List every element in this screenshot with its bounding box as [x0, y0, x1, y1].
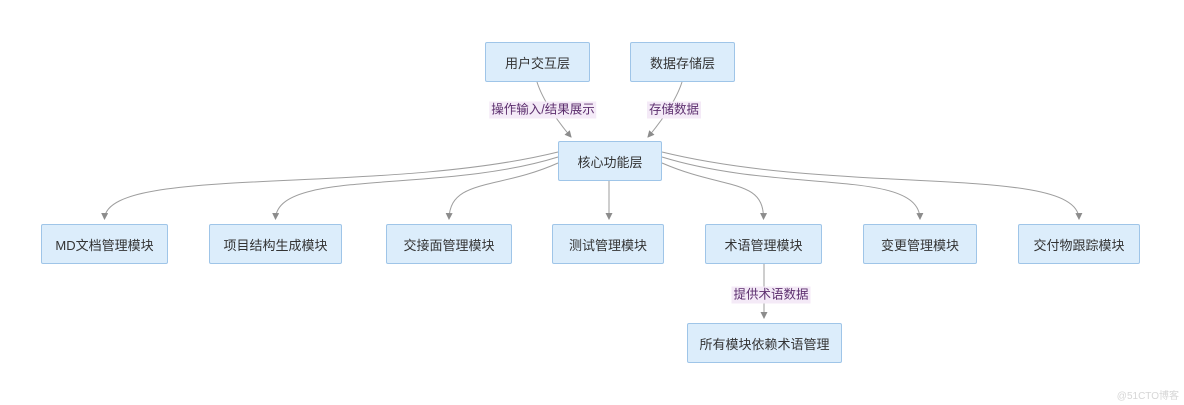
node-terminology-module: 术语管理模块	[705, 224, 822, 264]
edge-label-data-to-core: 存储数据	[646, 101, 702, 119]
edge-core-to-change	[661, 156, 924, 221]
node-md-doc-module: MD文档管理模块	[41, 224, 168, 264]
edge-core-to-interface	[445, 162, 559, 221]
edge-core-to-deliverable	[661, 151, 1083, 221]
node-dependency-note: 所有模块依赖术语管理	[687, 323, 842, 363]
edge-core-to-project-structure	[272, 156, 559, 221]
edge-label-terminology-to-dependency: 提供术语数据	[731, 286, 811, 304]
watermark: @51CTO博客	[1116, 391, 1179, 402]
node-test-module: 测试管理模块	[552, 224, 664, 264]
edge-core-to-terminology	[661, 162, 768, 221]
edge-label-user-to-core: 操作输入/结果展示	[489, 101, 597, 119]
node-user-interaction-layer: 用户交互层	[485, 42, 590, 82]
node-change-module: 变更管理模块	[863, 224, 977, 264]
node-interface-module: 交接面管理模块	[386, 224, 512, 264]
node-deliverable-module: 交付物跟踪模块	[1018, 224, 1140, 264]
node-project-structure-module: 项目结构生成模块	[209, 224, 342, 264]
edge-core-to-md-doc	[101, 151, 559, 221]
node-data-storage-layer: 数据存储层	[630, 42, 735, 82]
node-core-function-layer: 核心功能层	[558, 141, 662, 181]
